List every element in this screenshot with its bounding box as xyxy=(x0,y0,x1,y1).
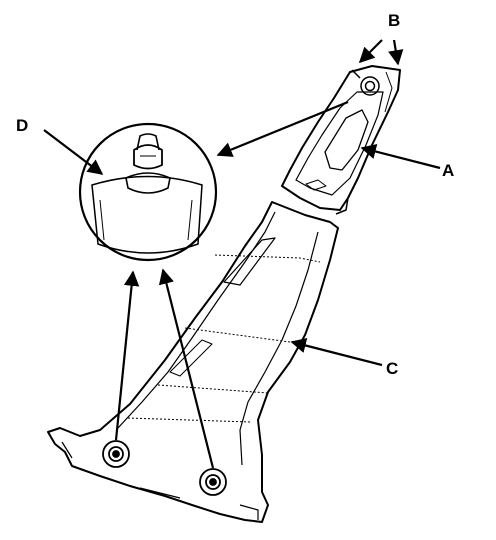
arrow-to-detail xyxy=(216,100,349,157)
bottom-clip-left xyxy=(102,440,130,468)
callout-b: B xyxy=(388,11,400,30)
lower-pillar-trim xyxy=(47,201,339,523)
arrow-b-right xyxy=(388,39,404,66)
leader-lines xyxy=(43,39,441,469)
callout-c: C xyxy=(386,359,398,378)
callout-a: A xyxy=(442,161,454,180)
arrow-b-left xyxy=(358,39,383,64)
callout-d: D xyxy=(16,116,28,135)
arrow-d xyxy=(43,129,104,175)
arrow-clip-left xyxy=(114,270,140,441)
top-clip xyxy=(351,69,380,96)
upper-trim-panel xyxy=(281,65,401,215)
bottom-clip-right xyxy=(199,468,227,496)
detail-magnifier xyxy=(78,122,218,262)
arrow-clip-right xyxy=(158,268,215,469)
arrow-c xyxy=(290,337,383,367)
arrow-a xyxy=(360,143,441,170)
